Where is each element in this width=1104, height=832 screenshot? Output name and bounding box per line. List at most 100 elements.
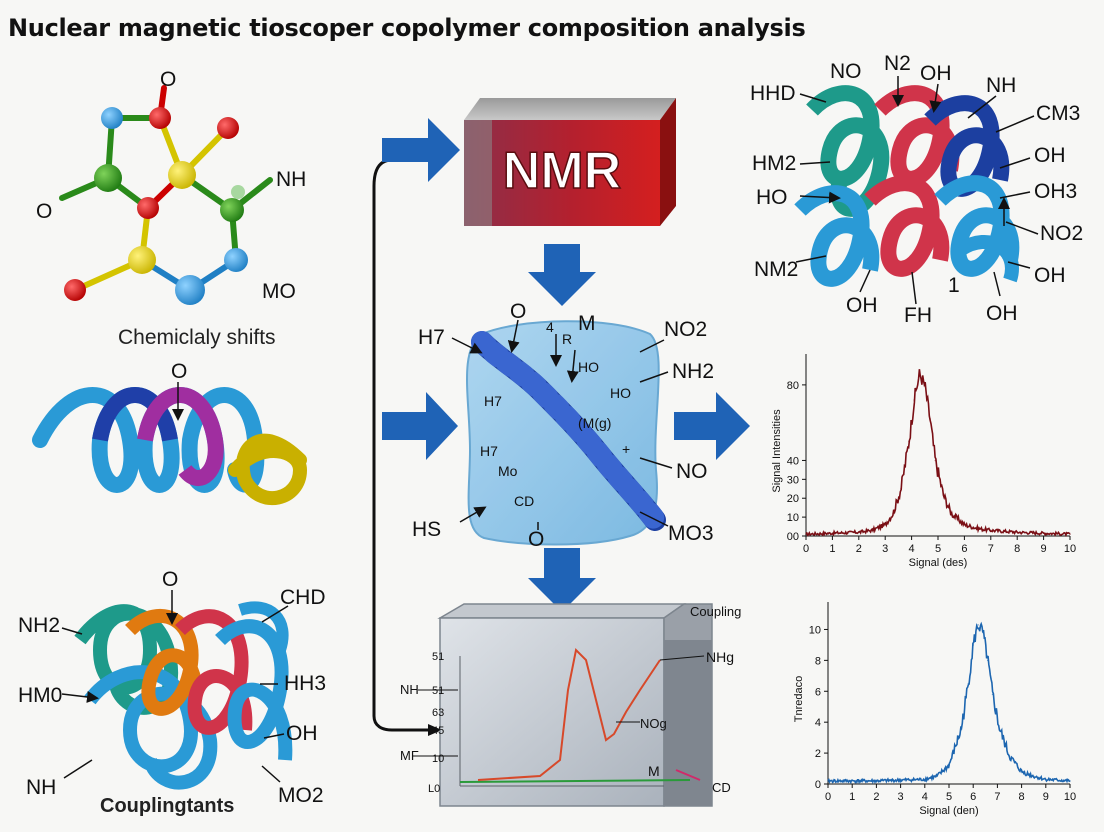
coupling-y-63: 63: [432, 707, 444, 719]
x-tick-label: 3: [882, 543, 888, 555]
right-label-cm3: CM3: [1036, 102, 1080, 125]
data-point: [960, 729, 962, 731]
data-point: [972, 644, 974, 646]
data-point: [991, 693, 994, 696]
right-label-oh-lower: OH: [1034, 264, 1066, 287]
x-tick-label: 6: [961, 543, 967, 555]
protein-label-h7-mid: H7: [484, 393, 502, 409]
coupling-y-51: 51: [432, 685, 444, 697]
right-label-nh: NH: [986, 74, 1016, 97]
molecule-structure: O O NH MO: [36, 68, 306, 305]
molecule-label-left: O: [36, 200, 52, 223]
protein-label-4: 4: [546, 319, 554, 335]
protein-label-cd: CD: [514, 493, 534, 509]
nmr-box: NMR: [464, 98, 676, 226]
bundle-label-nh2: NH2: [18, 614, 60, 637]
protein-label-h7-outer: H7: [418, 326, 445, 349]
right-label-n2: N2: [884, 52, 911, 75]
data-point: [884, 523, 886, 526]
right-label-oh-top: OH: [920, 62, 952, 85]
x-tick-label: 2: [856, 543, 862, 555]
data-point: [950, 512, 952, 515]
data-point: [1020, 770, 1023, 773]
protein-label-mg: (M(g): [578, 415, 611, 431]
bundle-label-chd: CHD: [280, 586, 326, 609]
nmr-label: NMR: [503, 142, 621, 200]
y-tick-label: 20: [787, 493, 799, 505]
coupling-label-cd: CD: [712, 780, 731, 795]
coupling-side-nh: NH: [400, 682, 419, 697]
data-point: [1032, 775, 1035, 778]
x-tick-label: 1: [829, 543, 835, 555]
bundle-label-hm0: HM0: [18, 684, 62, 707]
data-point: [1069, 533, 1071, 535]
data-point: [918, 372, 921, 375]
data-point: [1042, 532, 1045, 534]
coupling-side-mf: MF: [400, 748, 419, 763]
y-tick-label: 0: [815, 779, 821, 791]
right-label-oh-bottom: OH: [846, 294, 878, 317]
data-point: [827, 780, 829, 782]
helix-bundle-right: HHD NO N2 OH NH CM3 HM2 OH HO OH3 NO2 NM…: [750, 52, 1083, 327]
bundle-label-hh3: HH3: [284, 672, 326, 695]
arrow-protein-down: [528, 548, 596, 612]
y-tick-label: 80: [787, 380, 799, 392]
data-point: [900, 487, 902, 490]
data-point: [948, 764, 950, 767]
protein-label-r: R: [562, 331, 572, 347]
x-tick-label: 7: [988, 543, 994, 555]
x-tick-label: 10: [1064, 791, 1076, 803]
right-label-1: 1: [948, 274, 960, 297]
alpha-helix: O: [32, 360, 308, 505]
bundle-label-o: O: [162, 568, 178, 591]
flow-arrows: [382, 118, 750, 612]
coupling-label-nog: NOg: [640, 716, 667, 731]
data-point: [913, 399, 916, 401]
y-tick-label: 10: [787, 512, 799, 524]
data-point: [871, 529, 873, 532]
coupling-y-45: 45: [432, 725, 444, 737]
protein-label-o-bottom: O: [528, 528, 544, 551]
protein-label-ho-lower: HO: [610, 385, 631, 401]
protein-label-nh2: NH2: [672, 360, 714, 383]
x-tick-label: 8: [1014, 543, 1020, 555]
data-point: [967, 682, 970, 685]
data-point: [982, 631, 984, 634]
data-point: [976, 527, 979, 530]
x-tick-label: 1: [849, 791, 855, 803]
data-point: [999, 729, 1001, 731]
bundle-caption: Couplingtants: [100, 795, 234, 817]
x-axis-title: Signal (den): [919, 805, 978, 817]
right-label-nm2: NM2: [754, 258, 798, 281]
bundle-label-nh: NH: [26, 776, 56, 799]
y-axis-title: Signal Intensities: [771, 409, 783, 493]
page-title: Nuclear magnetic tioscoper copolymer com…: [8, 14, 806, 42]
x-tick-label: 0: [803, 543, 809, 555]
data-point: [986, 659, 989, 662]
data-point: [942, 493, 945, 496]
right-label-no2: NO2: [1040, 222, 1083, 245]
x-tick-label: 9: [1043, 791, 1049, 803]
coupling-y-l0: L0: [428, 783, 440, 795]
x-tick-label: 5: [935, 543, 941, 555]
protein-label-mo3: MO3: [668, 522, 714, 545]
right-label-hm2: HM2: [752, 152, 796, 175]
helix-label: O: [171, 360, 187, 383]
helix-bundle-left: O CHD NH2 HM0 HH3 OH NH MO2: [18, 568, 326, 807]
data-point: [1016, 531, 1018, 534]
data-point: [924, 384, 926, 386]
data-point: [858, 531, 860, 534]
right-label-no: NO: [830, 60, 862, 83]
x-tick-label: 0: [825, 791, 831, 803]
protein-label-hs: HS: [412, 518, 441, 541]
protein-complex: O 4 R M NO2 H7 HO NH2 HO H7 (M(g) H7 + M…: [412, 300, 714, 551]
bundle-label-mo2: MO2: [278, 784, 324, 807]
data-point: [934, 459, 937, 462]
y-tick-label: 10: [809, 624, 821, 636]
data-point: [990, 529, 992, 532]
coupling-label-nhg: NHg: [706, 649, 734, 665]
protein-label-mo: Mo: [498, 463, 518, 479]
x-tick-label: 10: [1064, 543, 1076, 555]
